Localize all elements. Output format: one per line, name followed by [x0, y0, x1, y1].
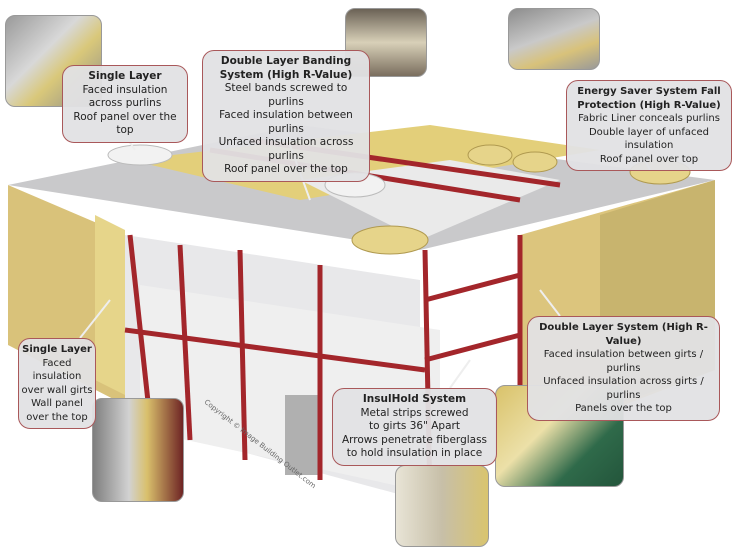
callout-line: Arrows penetrate fiberglass — [341, 433, 488, 446]
callout-line: over the top — [26, 411, 88, 423]
callout-energy-saver: Energy Saver System Fall Protection (Hig… — [566, 80, 732, 171]
callout-title: InsulHold System — [362, 393, 467, 405]
callout-line: Faced insulation — [82, 83, 168, 96]
photo-insulhold — [395, 465, 489, 547]
callout-roof-single-layer: Single Layer Faced insulation across pur… — [62, 65, 188, 143]
callout-title: Energy Saver System Fall Protection (Hig… — [577, 86, 721, 111]
callout-line: to hold insulation in place — [346, 447, 483, 459]
callout-title: Single Layer — [88, 70, 162, 82]
callout-line: Steel bands screwed to purlins — [224, 82, 348, 108]
callout-title: Single Layer — [22, 344, 92, 355]
callout-line: Wall panel — [31, 398, 83, 409]
callout-line: Faced insulation between purlins — [219, 109, 353, 135]
callout-line: over wall girts — [21, 384, 93, 396]
door — [285, 395, 320, 475]
callout-line: Faced insulation — [32, 357, 82, 383]
callout-title: Double Layer System (High R-Value) — [539, 322, 708, 347]
photo-energy-saver — [508, 8, 600, 70]
callout-line: Faced insulation between girts / purlins — [543, 349, 704, 374]
callout-line: Panels over the top — [575, 403, 672, 414]
callout-wall-single-layer: Single Layer Faced insulation over wall … — [18, 338, 96, 429]
callout-line: Double layer of unfaced insulation — [588, 126, 710, 152]
photo-wall-single-layer — [92, 398, 184, 502]
callout-title: Double Layer Banding System (High R-Valu… — [219, 55, 353, 81]
callout-banding: Double Layer Banding System (High R-Valu… — [202, 50, 370, 182]
callout-line: across purlins — [88, 97, 162, 109]
callout-double-layer: Double Layer System (High R-Value) Faced… — [527, 316, 720, 421]
callout-line: Roof panel over the top — [73, 110, 177, 137]
callout-line: Unfaced insulation across girts / purlin… — [543, 376, 704, 401]
callout-line: Roof panel over the top — [224, 163, 348, 175]
callout-line: Roof panel over top — [599, 153, 699, 165]
callout-line: Metal strips screwed — [360, 406, 469, 419]
callout-line: Fabric Liner conceals purlins — [578, 113, 720, 124]
callout-insulhold: InsulHold System Metal strips screwed to… — [332, 388, 497, 466]
callout-line: Unfaced insulation across purlins — [218, 136, 354, 162]
callout-line: to girts 36" Apart — [369, 420, 460, 432]
